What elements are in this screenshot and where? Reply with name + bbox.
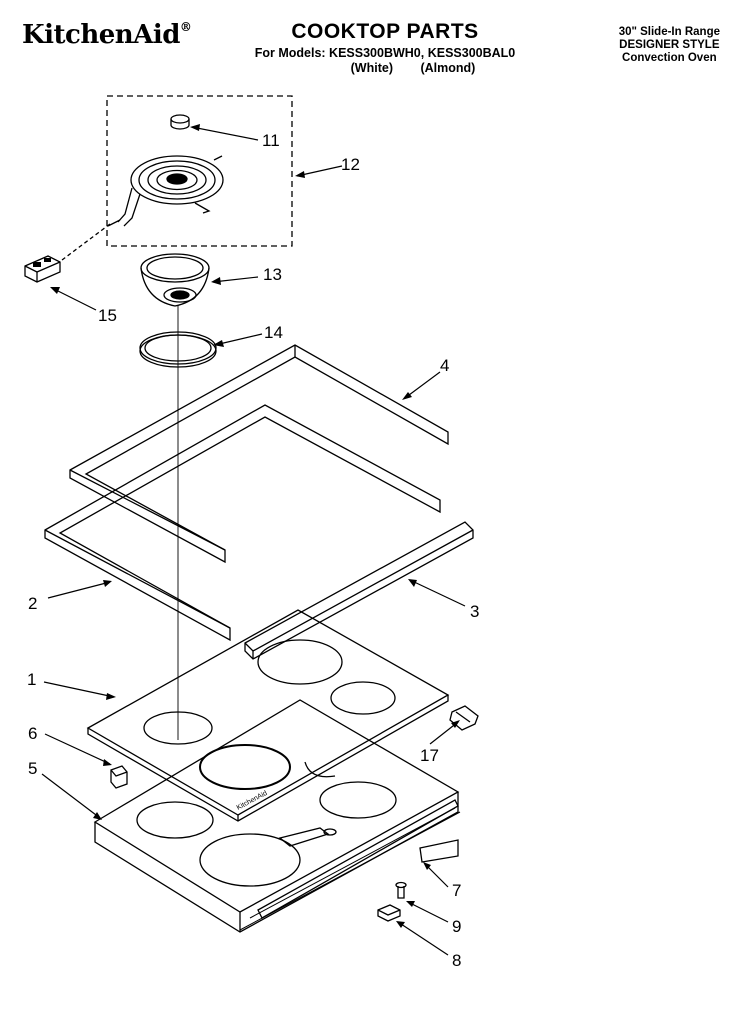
leader-7	[424, 863, 449, 888]
part-6-bracket	[110, 765, 128, 789]
leader-1	[43, 681, 115, 698]
models-line: For Models: KESS300BWH0, KESS300BAL0	[254, 46, 516, 60]
leader-11	[191, 126, 259, 141]
part-17-switch	[449, 705, 479, 731]
part-11-cap	[170, 114, 190, 130]
leader-8	[397, 921, 449, 956]
callout-7: 7	[452, 881, 462, 900]
callout-9: 9	[452, 917, 462, 936]
part-15-terminal-block	[24, 255, 61, 283]
callout-11: 11	[262, 131, 280, 150]
callout-14: 14	[264, 323, 283, 342]
part-9-screw	[395, 881, 407, 899]
variant-almond: (Almond)	[420, 61, 476, 75]
leader-9	[407, 901, 449, 923]
leader-5	[41, 773, 101, 819]
arrow-heads	[50, 124, 460, 928]
callout-3: 3	[470, 602, 480, 621]
callout-12: 12	[341, 155, 360, 174]
leader-3	[409, 579, 466, 607]
leader-12	[296, 165, 343, 177]
part-2-side-trim	[44, 404, 441, 642]
part-1-cooktop-glass: KitchenAid	[86, 609, 450, 822]
leader-15	[51, 287, 97, 311]
leader-lines	[41, 126, 466, 956]
range-info: 30" Slide-In Range DESIGNER STYLE Convec…	[619, 26, 720, 65]
leader-2	[47, 581, 111, 599]
part-3-front-trim	[244, 521, 474, 660]
callout-17: 17	[420, 746, 439, 765]
part-8-clip	[377, 904, 401, 922]
part-7-front-strip	[257, 799, 459, 919]
callout-4: 4	[440, 356, 450, 375]
part-4-upper-trim	[69, 344, 449, 564]
callout-15: 15	[98, 306, 117, 325]
brand-logo: KitchenAid®	[22, 20, 192, 50]
range-line-2: DESIGNER STYLE	[619, 39, 720, 51]
callout-6: 6	[28, 724, 38, 743]
wire-line	[61, 223, 111, 261]
leader-6	[44, 733, 111, 765]
range-line-1: 30" Slide-In Range	[618, 26, 720, 38]
part-5-cooktop-box	[93, 699, 461, 933]
variant-white: (White)	[350, 61, 393, 75]
callout-2: 2	[28, 594, 38, 613]
range-line-3: Convection Oven	[622, 52, 717, 64]
page-title: COOKTOP PARTS	[291, 20, 479, 43]
part-13-drip-bowl	[140, 253, 210, 307]
part-12-surface-element	[107, 155, 224, 227]
variant-line: (White) (Almond)	[240, 61, 530, 75]
callout-1: 1	[27, 670, 37, 689]
title-block: COOKTOP PARTS For Models: KESS300BWH0, K…	[240, 20, 530, 75]
callout-13: 13	[263, 265, 282, 284]
element-assembly-box	[106, 95, 293, 247]
callout-5: 5	[28, 759, 38, 778]
leader-4	[404, 371, 441, 399]
callout-8: 8	[452, 951, 462, 970]
